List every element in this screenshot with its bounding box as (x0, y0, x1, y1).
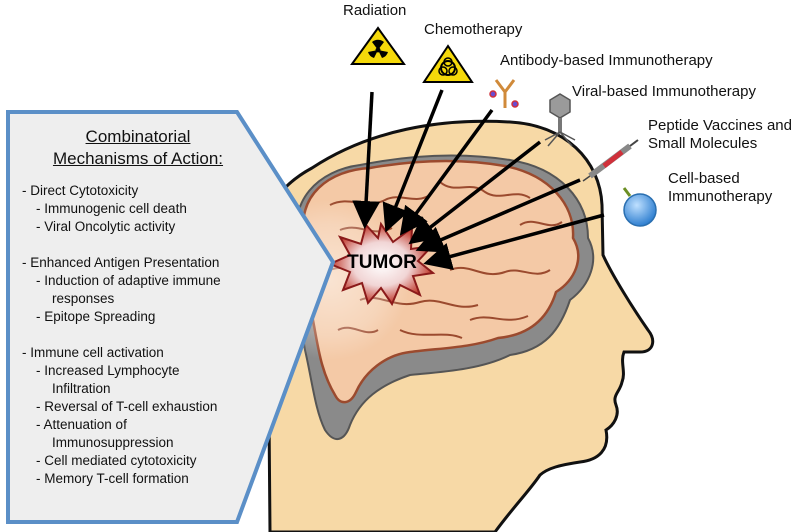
panel-title-line2: Mechanisms of Action: (52, 149, 224, 168)
antibody-icon (489, 79, 519, 108)
arrow-viral (408, 140, 542, 245)
panel-title: Combinatorial Mechanisms of Action: (8, 126, 268, 170)
radiation-icon (350, 26, 406, 65)
mechanisms-panel (6, 110, 336, 524)
label-viral: Viral-based Immunotherapy (572, 83, 756, 100)
item-memory-tcell: - Memory T-cell formation (36, 471, 189, 486)
arrow-chemotherapy (382, 89, 444, 233)
cell-icon (622, 187, 657, 227)
syringe-icon (582, 139, 639, 182)
arrow-cell (423, 213, 605, 271)
label-peptide-line2: Small Molecules (648, 135, 758, 152)
item-cell-cytotoxicity: - Cell mediated cytotoxicity (36, 453, 197, 468)
item-tcell-exhaustion: - Reversal of T-cell exhaustion (36, 399, 218, 414)
label-cell-line1: Cell-based (668, 170, 740, 187)
tumor-label: TUMOR (347, 252, 417, 273)
label-radiation: Radiation (343, 2, 407, 19)
group-immune-activation: - Immune cell activation (22, 345, 164, 360)
arrow-peptide (415, 178, 581, 253)
label-peptide-line1: Peptide Vaccines and (648, 117, 792, 134)
arrow-radiation (352, 91, 381, 229)
item-induction-line2: responses (52, 291, 115, 306)
item-attenuation-line1: - Attenuation of (36, 417, 127, 432)
item-attenuation-line2: Immunosuppression (52, 435, 174, 450)
item-immunogenic-cell-death: - Immunogenic cell death (36, 201, 187, 216)
panel-title-line1: Combinatorial (85, 127, 191, 146)
item-lymphocyte-line2: Infiltration (52, 381, 111, 396)
virus-icon (544, 93, 576, 147)
label-chemotherapy: Chemotherapy (424, 21, 523, 38)
item-lymphocyte-line1: - Increased Lymphocyte (36, 363, 180, 378)
arrows (352, 89, 605, 271)
item-epitope-spreading: - Epitope Spreading (36, 309, 156, 324)
group-antigen-presentation: - Enhanced Antigen Presentation (22, 255, 220, 270)
group-direct-cytotoxicity: - Direct Cytotoxicity (22, 183, 139, 198)
label-cell-line2: Immunotherapy (668, 188, 773, 205)
arrow-antibody (399, 108, 494, 236)
item-viral-oncolytic: - Viral Oncolytic activity (36, 219, 176, 234)
biohazard-icon (422, 44, 474, 83)
mechanisms-list: Combinatorial Mechanisms of Action: - Di… (22, 126, 267, 488)
label-antibody: Antibody-based Immunotherapy (500, 52, 713, 69)
item-induction-line1: - Induction of adaptive immune (36, 273, 221, 288)
